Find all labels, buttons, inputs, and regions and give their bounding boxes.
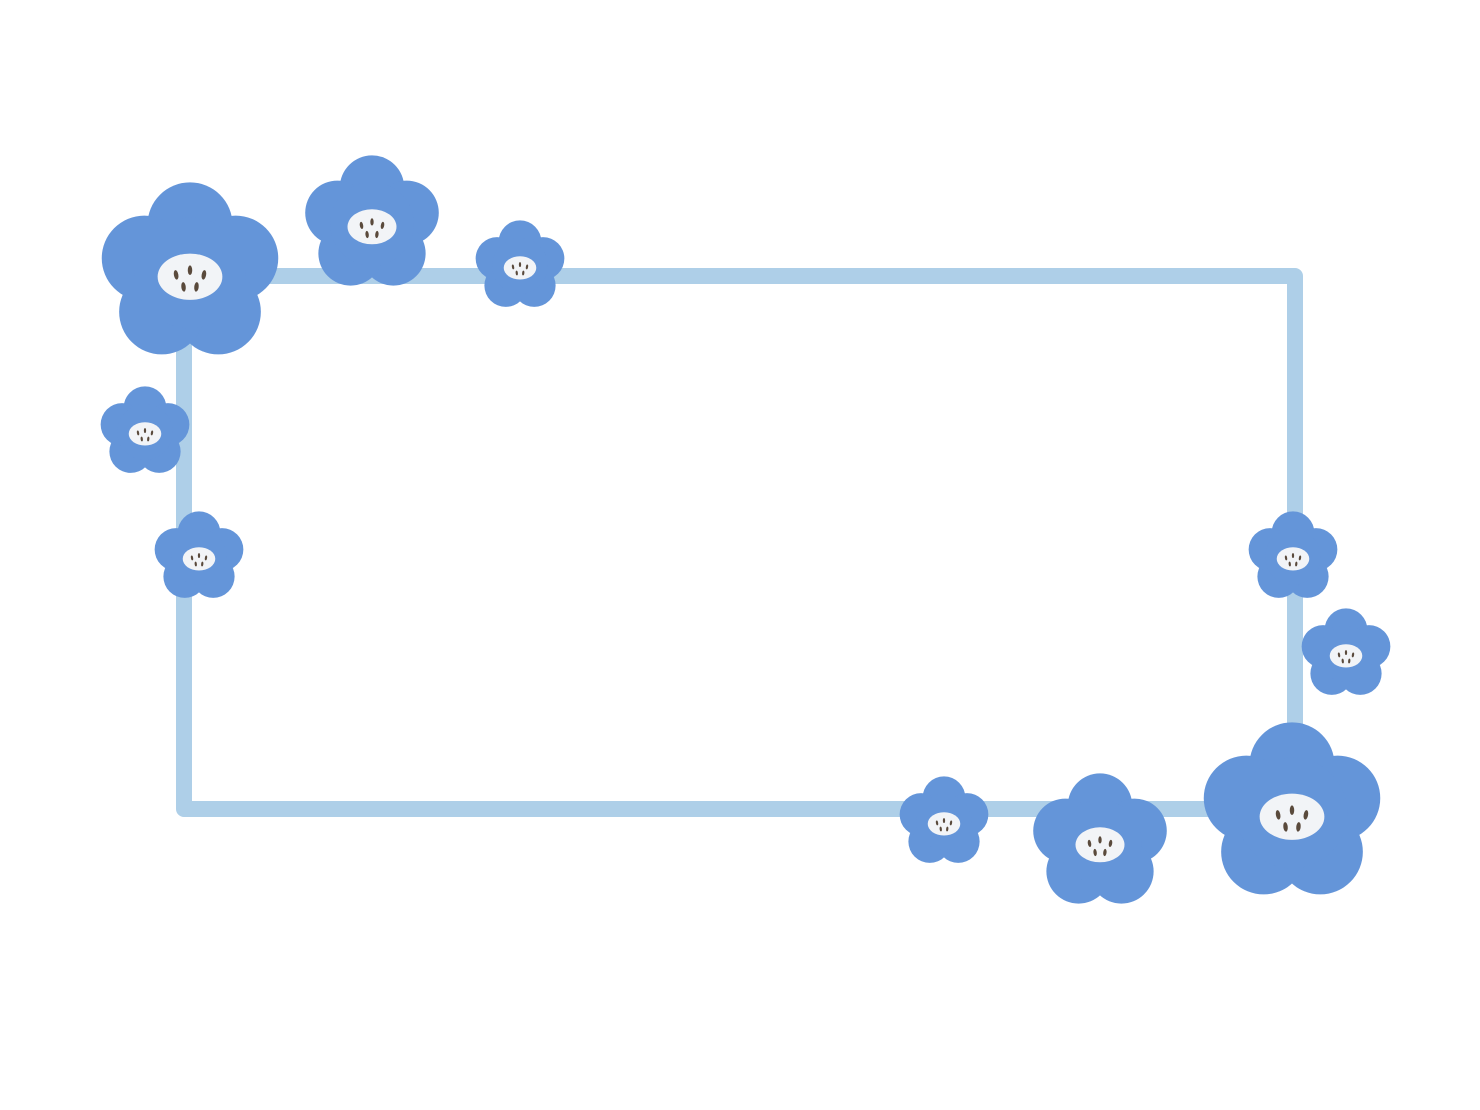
flower-icon — [98, 181, 283, 366]
flower-icon — [474, 220, 567, 313]
flower-icon — [1200, 721, 1385, 906]
flower-icon — [1300, 608, 1393, 701]
flower-icon — [1030, 772, 1170, 912]
flower-icon — [898, 776, 991, 869]
flower-icon — [302, 154, 442, 294]
flower-icon — [1247, 511, 1340, 604]
blank-frame-border — [176, 268, 1303, 817]
flower-icon — [153, 511, 246, 604]
flower-icon — [99, 386, 192, 479]
